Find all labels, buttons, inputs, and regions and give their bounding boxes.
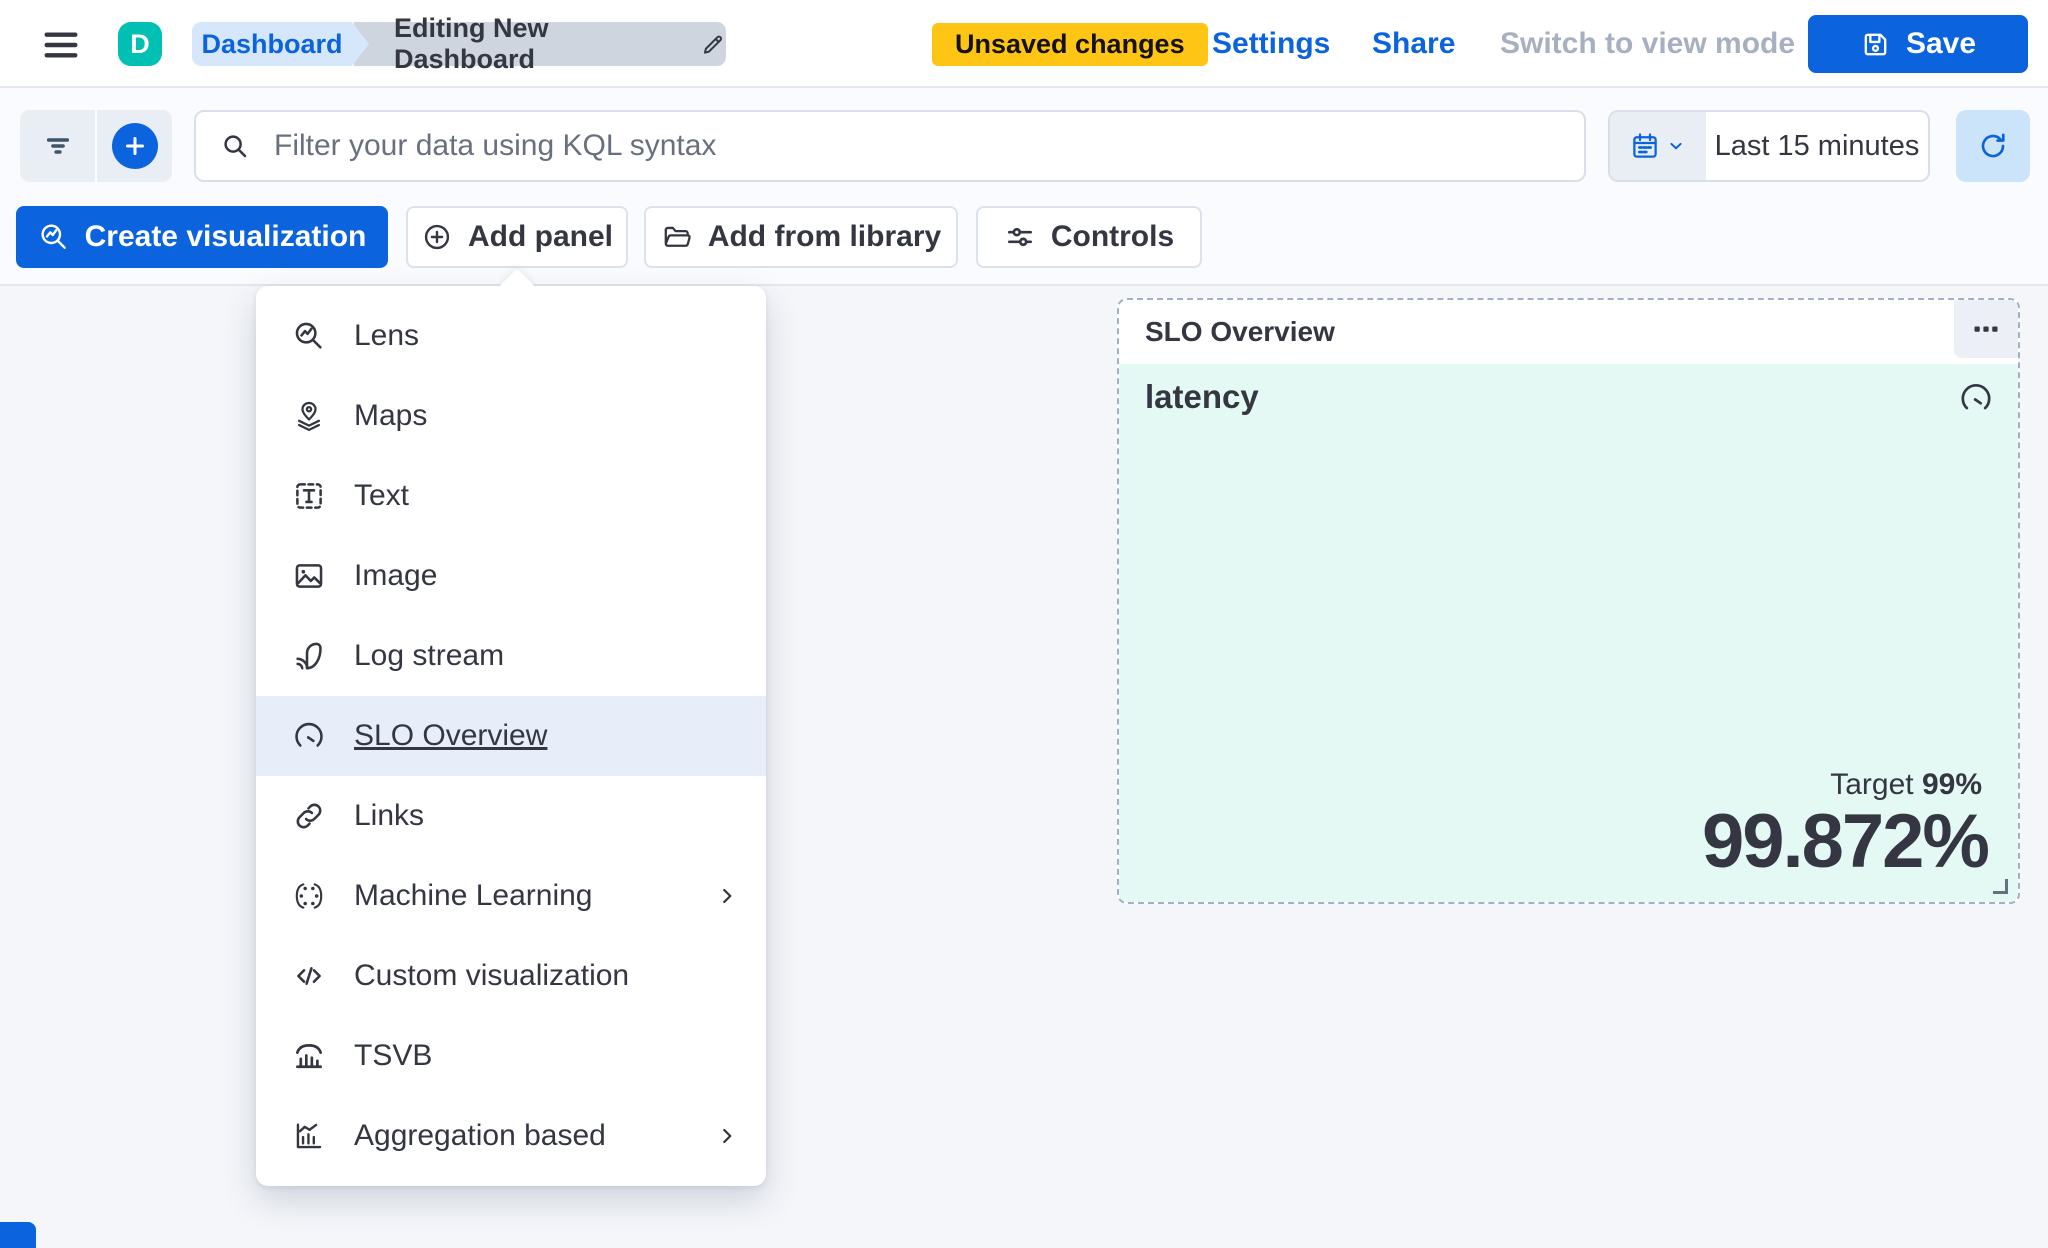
tsvb-icon (292, 1039, 326, 1073)
breadcrumb-dashboard[interactable]: Dashboard (192, 22, 352, 66)
slo-value: 99.872% (1701, 799, 1990, 885)
menu-item-label: TSVB (354, 1039, 433, 1072)
bottom-left-accent (0, 1222, 36, 1248)
menu-item-label: Links (354, 799, 425, 832)
sliders-icon (1004, 221, 1036, 253)
refresh-button[interactable] (1956, 110, 2030, 182)
slo-panel-body: latency Target 99% 99.872% (1119, 364, 2018, 902)
panel-header[interactable]: SLO Overview (1119, 300, 2018, 364)
menu-item-links[interactable]: Links (256, 776, 766, 856)
menu-item-label: Text (354, 479, 410, 512)
menu-item-tsvb[interactable]: TSVB (256, 1016, 766, 1096)
menu-item-label: Log stream (354, 639, 505, 672)
menu-item-label: Maps (354, 399, 428, 432)
plus-in-circle-icon (421, 221, 453, 253)
panel-title: SLO Overview (1145, 316, 1335, 347)
folder-icon (661, 221, 693, 253)
menu-item-label: Image (354, 559, 438, 592)
menu-item-label: Aggregation based (354, 1119, 606, 1152)
lens-icon (292, 319, 326, 353)
ml-icon (292, 879, 326, 913)
slo-metrics: Target 99% 99.872% (1701, 768, 1990, 885)
calendar-icon (1630, 131, 1660, 161)
gauge-icon (292, 719, 326, 753)
menu-item-text[interactable]: Text (256, 456, 766, 536)
panel-resize-handle[interactable] (1993, 879, 2008, 894)
share-link[interactable]: Share (1372, 27, 1456, 60)
add-from-library-label: Add from library (707, 220, 942, 253)
menu-item-slo-overview[interactable]: SLO Overview (256, 696, 766, 776)
menu-item-custom-visualization[interactable]: Custom visualization (256, 936, 766, 1016)
top-navigation-bar: D Dashboard Editing New Dashboard Unsave… (0, 0, 2048, 88)
filter-menu-button[interactable] (20, 110, 95, 182)
controls-label: Controls (1050, 220, 1175, 253)
slo-target-label: Target (1830, 768, 1914, 802)
breadcrumb-arrow (352, 22, 369, 66)
image-icon (292, 559, 326, 593)
filter-icon (42, 130, 74, 162)
kql-search-input[interactable] (194, 110, 1586, 182)
kql-search-bar (194, 110, 1586, 182)
lens-icon (38, 221, 70, 253)
menu-item-label: Machine Learning (354, 879, 593, 912)
filter-button-group (20, 110, 172, 182)
pencil-icon (700, 31, 726, 58)
create-visualization-button[interactable]: Create visualization (16, 206, 388, 268)
breadcrumb-current-page[interactable]: Editing New Dashboard (354, 13, 726, 74)
menu-item-machine-learning[interactable]: Machine Learning (256, 856, 766, 936)
menu-item-image[interactable]: Image (256, 536, 766, 616)
add-from-library-button[interactable]: Add from library (644, 206, 958, 268)
time-range-button[interactable]: Last 15 minutes (1714, 129, 1920, 162)
create-visualization-label: Create visualization (84, 220, 367, 253)
menu-item-lens[interactable]: Lens (256, 296, 766, 376)
logstream-icon (292, 639, 326, 673)
links-icon (292, 799, 326, 833)
breadcrumb-current-label: Editing New Dashboard (394, 13, 549, 74)
switch-to-view-mode-link[interactable]: Switch to view mode (1500, 27, 1796, 60)
menu-item-label: SLO Overview (354, 719, 548, 752)
code-icon (292, 959, 326, 993)
menu-hamburger-icon[interactable] (40, 26, 82, 64)
save-button-label: Save (1905, 27, 1977, 60)
boxes-horizontal-icon (1971, 314, 2001, 344)
date-quick-select-button[interactable] (1610, 112, 1706, 180)
gauge-icon (1958, 380, 1994, 416)
save-floppy-icon (1860, 29, 1891, 60)
menu-item-label: Lens (354, 319, 420, 352)
slo-target-value: 99% (1921, 768, 1982, 802)
space-avatar[interactable]: D (118, 22, 162, 66)
refresh-icon (1977, 130, 2009, 162)
add-panel-button[interactable]: Add panel (406, 206, 628, 268)
plus-circle-icon (111, 123, 158, 169)
panel-options-button[interactable] (1954, 300, 2018, 358)
time-picker: Last 15 minutes (1608, 110, 1930, 182)
controls-button[interactable]: Controls (976, 206, 1202, 268)
chevron-right-icon (716, 1125, 738, 1147)
maps-icon (292, 399, 326, 433)
menu-item-label: Custom visualization (354, 959, 630, 992)
text-icon (292, 479, 326, 513)
aggbased-icon (292, 1119, 326, 1153)
slo-target: Target 99% (1702, 768, 1988, 802)
add-panel-label: Add panel (467, 220, 613, 253)
menu-item-aggregation-based[interactable]: Aggregation based (256, 1096, 766, 1176)
chevron-down-icon (1666, 136, 1686, 156)
chevron-right-icon (716, 885, 738, 907)
settings-link[interactable]: Settings (1212, 27, 1331, 60)
add-filter-button[interactable] (95, 110, 172, 182)
slo-name: latency (1145, 378, 1259, 415)
unsaved-changes-badge: Unsaved changes (932, 23, 1208, 66)
menu-item-log-stream[interactable]: Log stream (256, 616, 766, 696)
menu-item-maps[interactable]: Maps (256, 376, 766, 456)
save-button[interactable]: Save (1808, 15, 2028, 73)
slo-overview-panel: SLO Overview latency Target 99% 99.872% (1117, 298, 2020, 904)
